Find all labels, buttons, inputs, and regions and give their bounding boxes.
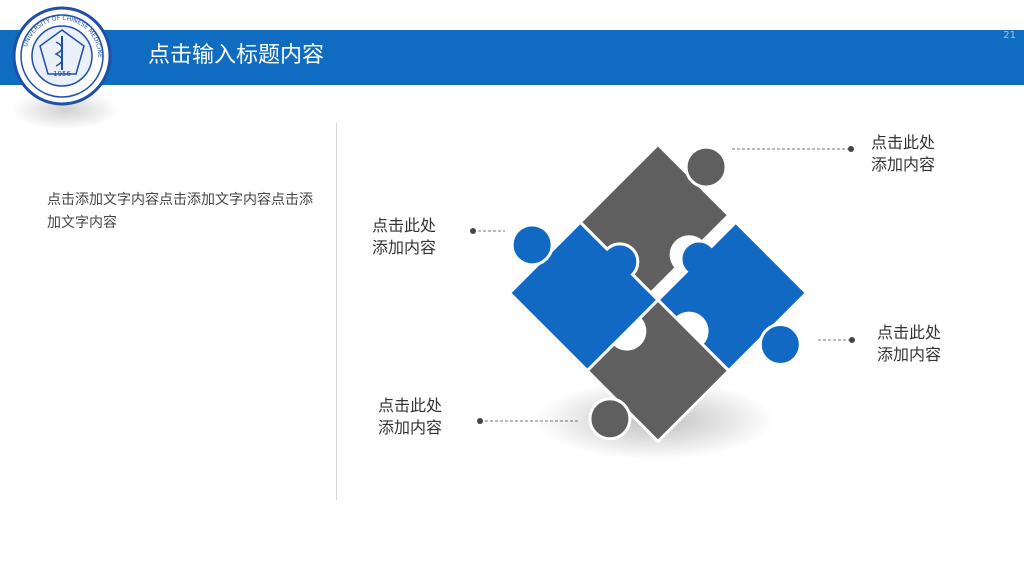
callout-line2: 添加内容 bbox=[378, 418, 443, 437]
puzzle-piece-bottom bbox=[585, 297, 731, 444]
callout-bottom-left[interactable]: 点击此处 添加内容 bbox=[378, 395, 442, 439]
puzzle-piece-left bbox=[507, 220, 661, 373]
puzzle-piece-right bbox=[655, 220, 809, 373]
callout-left[interactable]: 点击此处 添加内容 bbox=[372, 215, 436, 259]
header-bar bbox=[0, 30, 1024, 85]
callout-top-right[interactable]: 点击此处 添加内容 bbox=[871, 132, 935, 176]
callout-line1: 点击此处 bbox=[372, 216, 437, 235]
university-logo: 1956 UNIVERSITY OF CHINESE MEDICINE bbox=[12, 6, 112, 106]
callout-line1: 点击此处 bbox=[378, 396, 443, 415]
body-text[interactable]: 点击添加文字内容点击添加文字内容点击添加文字内容 bbox=[47, 192, 313, 231]
svg-text:1956: 1956 bbox=[53, 70, 71, 78]
callout-line2: 添加内容 bbox=[877, 345, 942, 364]
callout-line1: 点击此处 bbox=[877, 323, 942, 342]
callout-line1: 点击此处 bbox=[871, 133, 936, 152]
slide-number: 21 bbox=[1003, 30, 1016, 41]
puzzle-graphic bbox=[470, 110, 850, 480]
callout-line2: 添加内容 bbox=[871, 155, 936, 174]
callout-line2: 添加内容 bbox=[372, 238, 437, 257]
page-title[interactable]: 点击输入标题内容 bbox=[148, 43, 325, 68]
callout-right[interactable]: 点击此处 添加内容 bbox=[877, 322, 941, 366]
divider bbox=[336, 123, 337, 500]
